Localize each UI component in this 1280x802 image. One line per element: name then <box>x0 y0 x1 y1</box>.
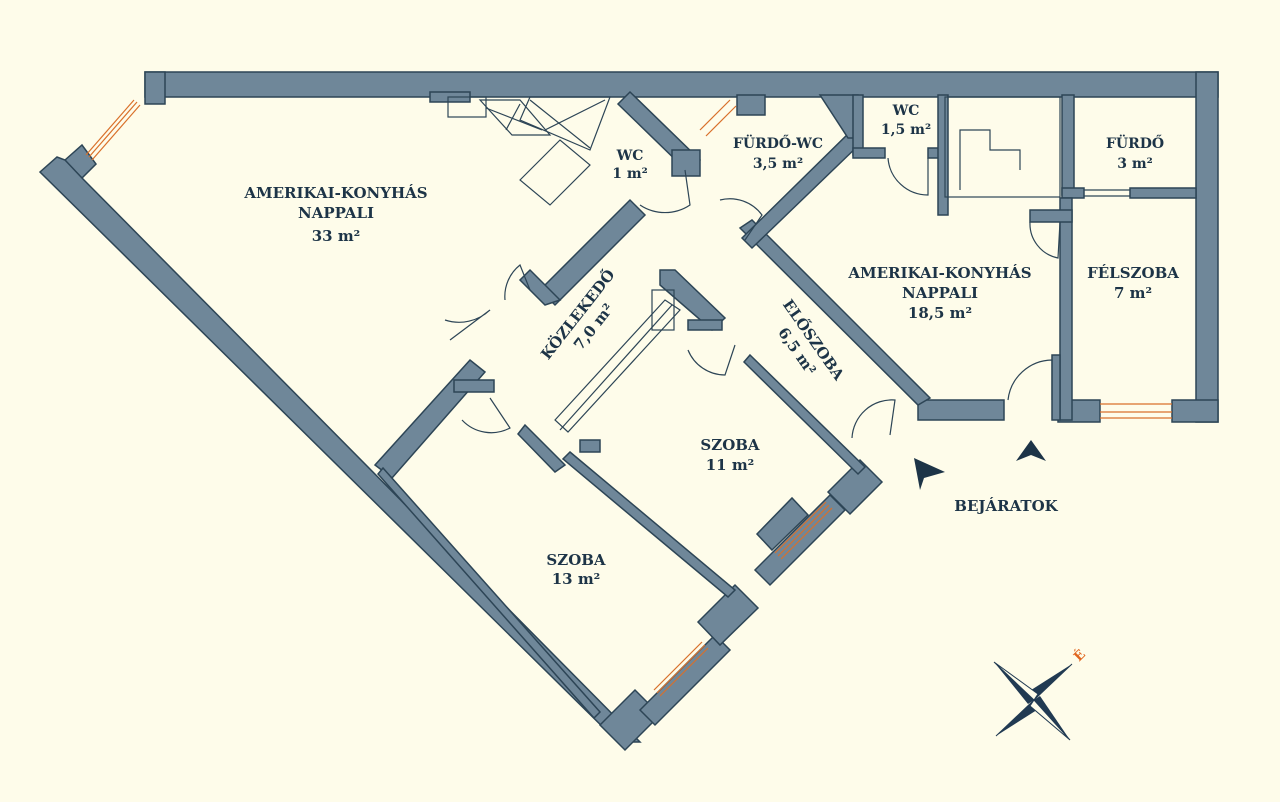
door-kitchen <box>504 264 531 301</box>
room-area: 33 m² <box>312 227 361 245</box>
door-wc15 <box>887 157 929 196</box>
door-felszoba <box>1029 221 1061 259</box>
door-entry-1 <box>851 399 896 439</box>
room-name: WC <box>892 103 920 119</box>
door-corridor-s <box>461 397 511 434</box>
room-name: SZOBA <box>700 436 760 454</box>
shafts <box>447 96 1061 433</box>
room-name: FÉLSZOBA <box>1087 264 1179 282</box>
window-s-13 <box>653 641 709 697</box>
entrance-label: BEJÁRATOK <box>954 497 1058 515</box>
room-name: FÜRDŐ <box>1106 133 1164 152</box>
room-name: NAPPALI <box>902 284 978 302</box>
room-name: AMERIKAI-KONYHÁS <box>847 264 1031 282</box>
window-nw <box>85 99 141 161</box>
room-area: 11 m² <box>706 456 755 474</box>
room-area: 13 m² <box>552 570 601 588</box>
entrance-arrows <box>914 440 1046 490</box>
window-bath <box>699 99 737 137</box>
room-name: WC <box>616 148 644 164</box>
doors <box>444 157 1130 439</box>
door-kozlekedo-33 <box>444 309 491 341</box>
compass-north-label: É <box>1071 646 1089 664</box>
room-name: SZOBA <box>546 551 606 569</box>
window-s-11 <box>774 501 833 560</box>
windows <box>85 99 1172 697</box>
room-area: 3 m² <box>1117 156 1153 172</box>
entrance-arrow-icon <box>1016 440 1046 461</box>
door-wc1 <box>639 169 691 214</box>
room-name: NAPPALI <box>298 204 374 222</box>
room-name: FÜRDŐ-WC <box>733 133 823 152</box>
door-bath <box>719 198 763 241</box>
door-entry-2 <box>1007 359 1053 401</box>
window-felszoba <box>1100 403 1172 419</box>
door-room11 <box>687 344 736 376</box>
room-area: 7 m² <box>1114 284 1152 302</box>
room-area: 1 m² <box>612 166 648 182</box>
room-area: 1,5 m² <box>881 122 931 138</box>
room-name: AMERIKAI-KONYHÁS <box>243 184 427 202</box>
room-area: 3,5 m² <box>753 156 803 172</box>
room-area: 18,5 m² <box>908 304 972 322</box>
compass-rose-icon: É <box>993 646 1089 741</box>
room-labels: AMERIKAI-KONYHÁS NAPPALI 33 m² WC 1 m² F… <box>243 103 1179 588</box>
interior-walls <box>373 90 1197 720</box>
entrance-arrow-icon <box>914 458 945 490</box>
